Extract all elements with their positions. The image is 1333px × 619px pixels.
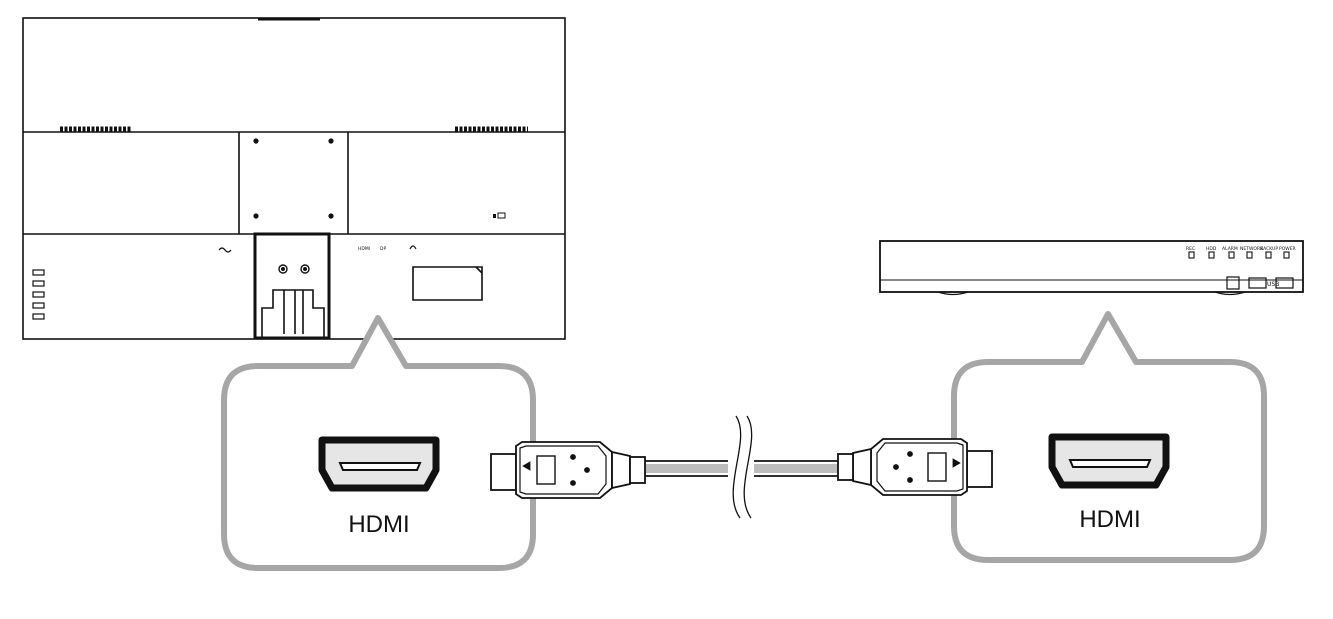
- hdmi-port-icon: [318, 436, 440, 492]
- recorder-status-leds: [1188, 251, 1290, 259]
- right-port-label: HDMI: [1079, 506, 1140, 533]
- hdmi-plug-right: [837, 438, 993, 496]
- svg-text:BACKUP: BACKUP: [1260, 246, 1278, 252]
- stand-screws: [278, 264, 310, 274]
- monitor-port-label-dp: DP: [380, 246, 386, 252]
- recorder-usb-label: USB: [1267, 281, 1279, 288]
- monitor-side-buttons: [32, 269, 45, 320]
- hdmi-cable: [490, 415, 993, 519]
- svg-text:NETWORK: NETWORK: [1240, 246, 1264, 252]
- svg-text:HDD: HDD: [1206, 246, 1217, 252]
- svg-text:ALARM: ALARM: [1222, 246, 1238, 252]
- monitor-port-label-hdmi: HDMI: [358, 246, 370, 252]
- hdmi-plug-left: [490, 441, 646, 499]
- recorder-front-panel: [879, 240, 1304, 296]
- headphone-icon: [409, 245, 417, 250]
- recorder-status-labels: REC HDD ALARM NETWORK BACKUP POWER: [1186, 246, 1296, 252]
- power-ac-icon: [218, 247, 232, 253]
- svg-text:POWER: POWER: [1279, 246, 1296, 252]
- svg-text:REC: REC: [1186, 246, 1195, 252]
- vesa-mount-holes: [253, 138, 334, 219]
- kensington-lock-icon: [493, 212, 506, 219]
- hdmi-port-icon: [1048, 433, 1170, 489]
- left-port-label: HDMI: [348, 511, 409, 538]
- monitor-back-panel: [22, 17, 566, 340]
